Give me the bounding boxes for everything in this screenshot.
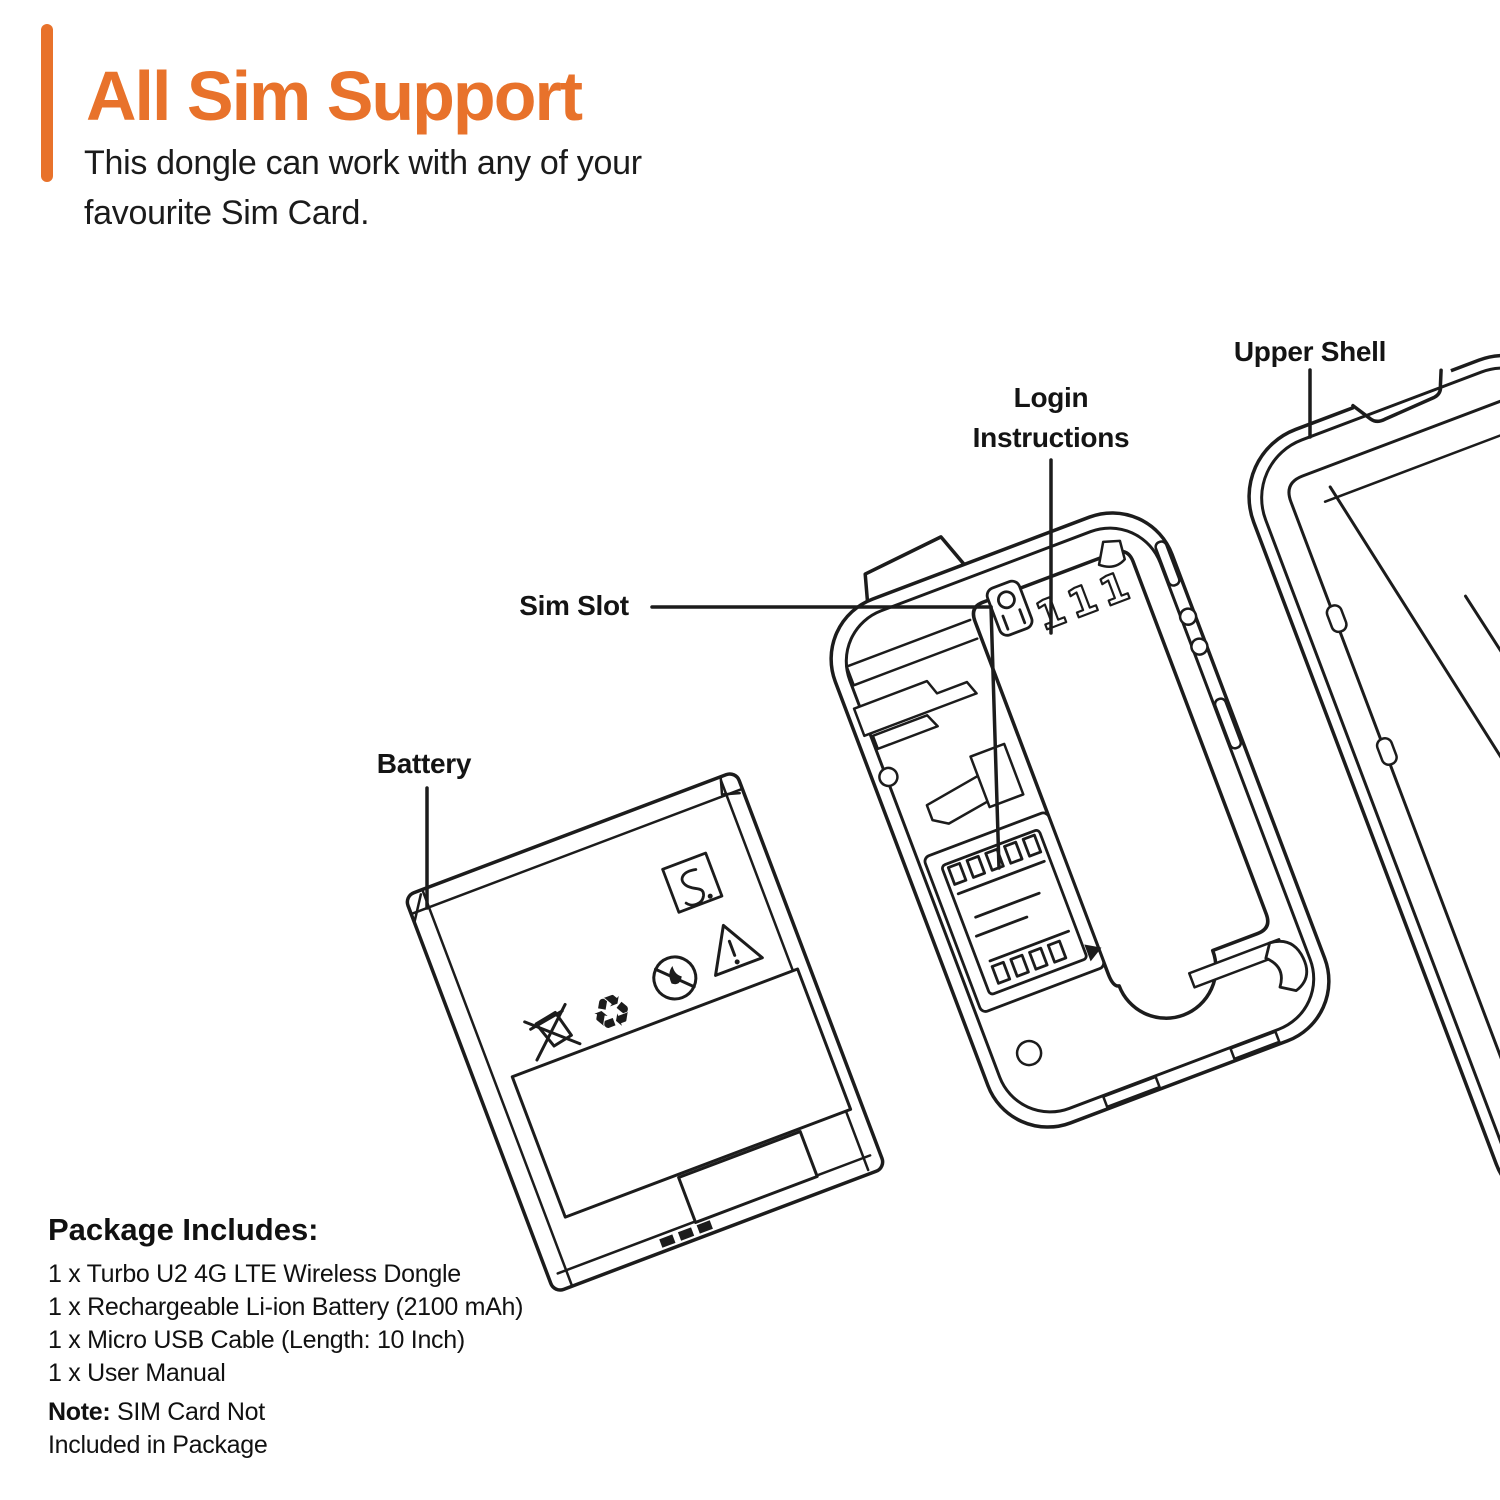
corner-notches [413,775,741,924]
sim-arrow-icon [1084,944,1102,962]
sim-socket [923,811,1106,1013]
note-text: SIM Card Not Included in Package [48,1398,268,1459]
crossed-out-bin-icon [523,1002,582,1062]
corner-hook [1264,939,1309,992]
note-label: Note: [48,1398,111,1426]
compartment-rim [845,618,979,687]
shell-notch [1351,368,1443,424]
flap-detail [925,772,995,825]
battery-label: Battery [376,748,472,779]
package-item: 1 x Micro USB Cable (Length: 10 Inch) [48,1326,465,1354]
battery-drawing: ♻ [405,772,885,1292]
shell-tab-1 [1325,604,1348,634]
package-note: Note: SIM Card Not Included in Package [48,1396,306,1462]
dongle-body-drawing: 111 [829,511,1331,1129]
package-item: 1 x Turbo U2 4G LTE Wireless Dongle [48,1260,461,1288]
side-buttons [1154,540,1243,750]
battery-bay [971,549,1270,1020]
shell-creases [1328,485,1500,913]
leader-lines [425,368,1312,910]
login-label-line2: Instructions [972,422,1130,453]
login-instructions-label: Login Instructions [926,378,1176,458]
battery-label-area [510,967,853,1219]
upper-shell-drawing [1247,353,1500,1213]
no-open-flame-icon [652,955,698,1001]
page-title: All Sim Support [86,57,583,135]
sim-slot-leader-line-vertical [989,605,1001,870]
package-item: 1 x Rechargeable Li-ion Battery (2100 mA… [48,1293,524,1321]
page-subtitle: This dongle can work with any of your fa… [84,144,642,232]
step-detail-1 [852,679,978,738]
warning-triangle-icon [714,923,764,977]
battery-contacts [659,1220,713,1248]
accent-bar [41,24,53,182]
upper-shell-label: Upper Shell [1233,336,1387,367]
package-includes-section: Package Includes: 1 x Turbo U2 4G LTE Wi… [48,1212,668,1462]
corner-tab [1097,539,1127,568]
sim-slot-label: Sim Slot [519,590,629,621]
package-item-list: 1 x Turbo U2 4G LTE Wireless Dongle 1 x … [48,1258,668,1390]
step-detail-2 [871,714,939,751]
login-label-line1: Login [1013,382,1089,413]
lock-icon [985,579,1034,637]
battery-small-label-area [677,1130,819,1224]
shell-tab-2 [1375,736,1398,766]
do-not-short-circuit-icon [661,851,724,914]
package-item: 1 x User Manual [48,1359,226,1387]
package-heading: Package Includes: [48,1212,319,1247]
